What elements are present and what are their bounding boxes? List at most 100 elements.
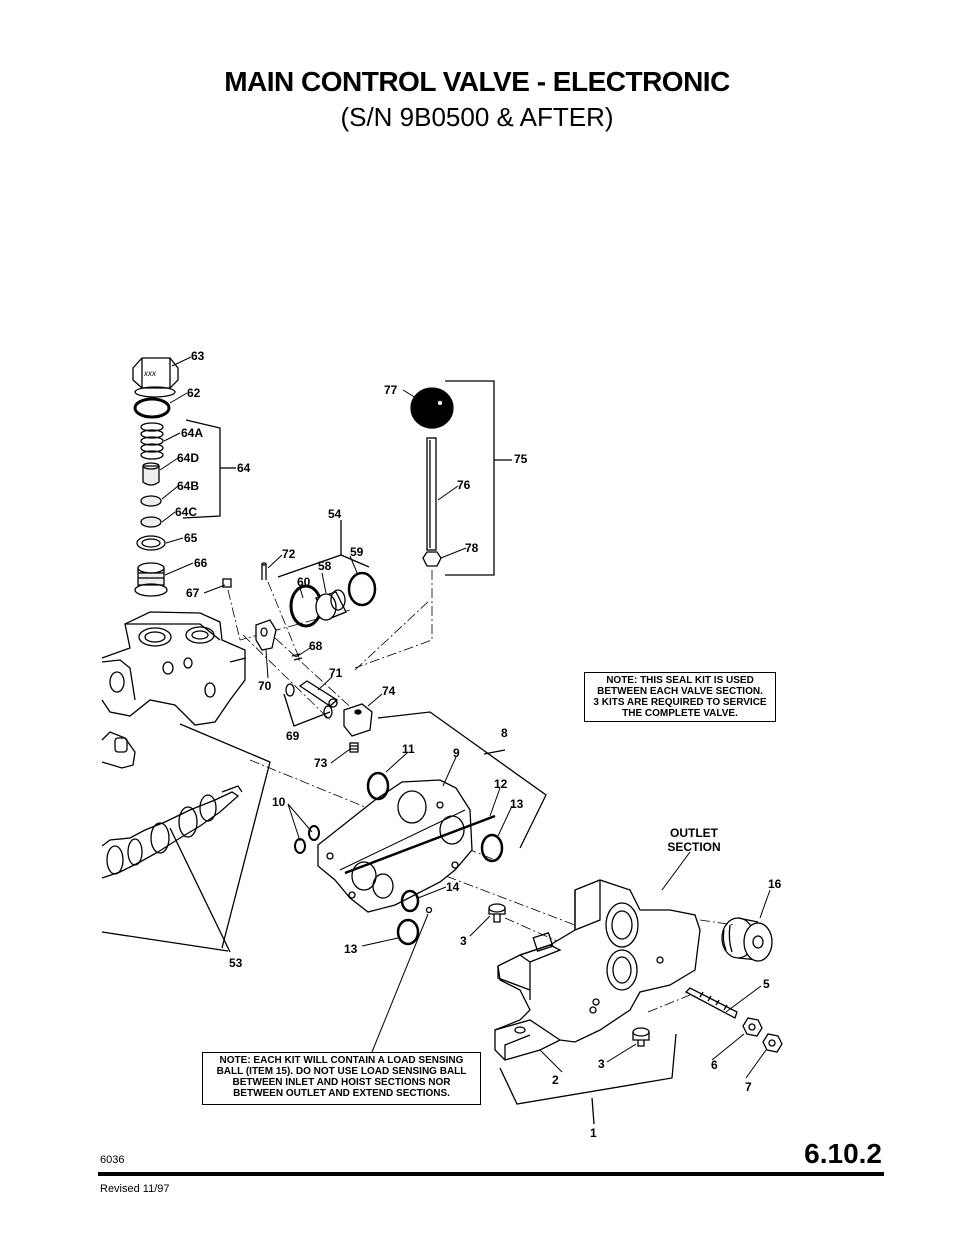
valve-body-section	[101, 611, 247, 769]
callout-64b: 64B	[177, 479, 199, 493]
callout-69: 69	[286, 729, 300, 743]
callout-78: 78	[465, 541, 479, 555]
washer-part	[136, 535, 166, 551]
callout-66: 66	[194, 556, 208, 570]
page-title: MAIN CONTROL VALVE - ELECTRONIC	[224, 66, 730, 97]
spring-part	[140, 422, 164, 460]
callout-75: 75	[514, 452, 528, 466]
stud-part	[684, 987, 738, 1019]
callout-65: 65	[184, 531, 198, 545]
fitting-part	[222, 578, 232, 588]
callout-63: 63	[191, 349, 205, 363]
callout-10: 10	[272, 795, 286, 809]
load-sensing-note: NOTE: EACH KIT WILL CONTAIN A LOAD SENSI…	[202, 1052, 481, 1105]
bolt-part	[632, 1027, 650, 1047]
outlet-section-label: OUTLET SECTION	[654, 826, 734, 854]
callout-59: 59	[350, 545, 364, 559]
callout-54: 54	[328, 507, 342, 521]
o-ring-part	[396, 918, 420, 946]
plug-part	[721, 917, 773, 962]
callout-68: 68	[309, 639, 323, 653]
seal-strip-part	[344, 814, 496, 875]
shaft-part	[298, 680, 339, 708]
poppet-part	[142, 462, 160, 486]
callout-7: 7	[745, 1080, 752, 1094]
load-sensing-ball-part	[425, 906, 433, 914]
callout-64c: 64C	[175, 505, 197, 519]
callout-70: 70	[258, 679, 272, 693]
callout-2: 2	[552, 1073, 559, 1087]
lever-part	[255, 619, 277, 651]
callout-13-upper: 13	[510, 797, 524, 811]
callout-64d: 64D	[177, 451, 199, 465]
callout-14: 14	[446, 880, 460, 894]
o-ring-part	[400, 889, 420, 913]
callout-1: 1	[590, 1126, 597, 1140]
note-line: NOTE: EACH KIT WILL CONTAIN A LOAD SENSI…	[219, 1055, 464, 1066]
callout-58: 58	[318, 559, 332, 573]
page-number: 6.10.2	[804, 1138, 882, 1169]
note-line: BETWEEN OUTLET AND EXTEND SECTIONS.	[233, 1088, 450, 1099]
outlet-label-line: SECTION	[667, 840, 721, 854]
callout-labels: 63 62 64A 64D 64 64B 64C 65 66 67 72 54 …	[175, 349, 782, 1140]
callout-74: 74	[382, 684, 396, 698]
retaining-ring-part	[347, 571, 377, 607]
o-ring-part	[308, 825, 320, 841]
disc-part	[140, 516, 162, 528]
bolt-part	[488, 903, 506, 923]
callout-8: 8	[501, 726, 508, 740]
seal-kit-note: NOTE: THIS SEAL KIT IS USED BETWEEN EACH…	[584, 672, 776, 722]
footer-rule	[98, 1172, 884, 1176]
o-ring-part	[480, 833, 504, 863]
nut-part	[762, 1033, 783, 1053]
nut-part	[422, 551, 442, 567]
svg-text:xxx: xxx	[143, 369, 157, 378]
o-ring-part	[133, 397, 171, 419]
outlet-label-line: OUTLET	[670, 826, 718, 840]
pin-part	[291, 653, 303, 661]
callout-16: 16	[768, 877, 782, 891]
document-id: 6036	[100, 1154, 125, 1166]
callout-13-lower: 13	[344, 942, 358, 956]
revision-date: Revised 11/97	[100, 1183, 170, 1195]
o-ring-part	[366, 771, 390, 801]
callout-5: 5	[763, 977, 770, 991]
note-line: NOTE: THIS SEAL KIT IS USED	[606, 675, 754, 686]
cap-plug-part: xxx	[132, 357, 179, 398]
rod-part	[426, 437, 437, 551]
callout-53: 53	[229, 956, 243, 970]
page-subtitle: (S/N 9B0500 & AFTER)	[340, 102, 614, 132]
detent-block-part	[343, 703, 373, 737]
washer-part	[141, 538, 161, 548]
note-line: THE COMPLETE VALVE.	[622, 708, 738, 719]
nut-part	[742, 1017, 763, 1037]
plug-part	[134, 562, 168, 597]
note-line: BETWEEN INLET AND HOIST SECTIONS NOR	[232, 1077, 451, 1088]
o-ring-part	[294, 838, 306, 854]
disc-part	[140, 495, 162, 507]
callout-62: 62	[187, 386, 201, 400]
callout-76: 76	[457, 478, 471, 492]
callout-3-lower: 3	[598, 1057, 605, 1071]
knob-part	[410, 387, 454, 429]
callout-71: 71	[329, 666, 343, 680]
callout-11: 11	[402, 742, 415, 756]
callout-3-upper: 3	[460, 934, 467, 948]
seal-plate-part	[317, 779, 473, 913]
pin-part	[261, 562, 267, 580]
callout-67: 67	[186, 586, 200, 600]
callout-64a: 64A	[181, 426, 203, 440]
o-ring-part	[285, 683, 295, 697]
callout-60: 60	[297, 575, 311, 589]
callout-64: 64	[237, 461, 251, 475]
set-screw-part	[349, 742, 359, 753]
outlet-section-block	[494, 879, 701, 1061]
callout-77: 77	[384, 383, 398, 397]
note-line: 3 KITS ARE REQUIRED TO SERVICE	[593, 697, 767, 708]
callout-73: 73	[314, 756, 328, 770]
callout-12: 12	[494, 777, 508, 791]
callout-6: 6	[711, 1058, 718, 1072]
spool-part	[101, 785, 243, 879]
